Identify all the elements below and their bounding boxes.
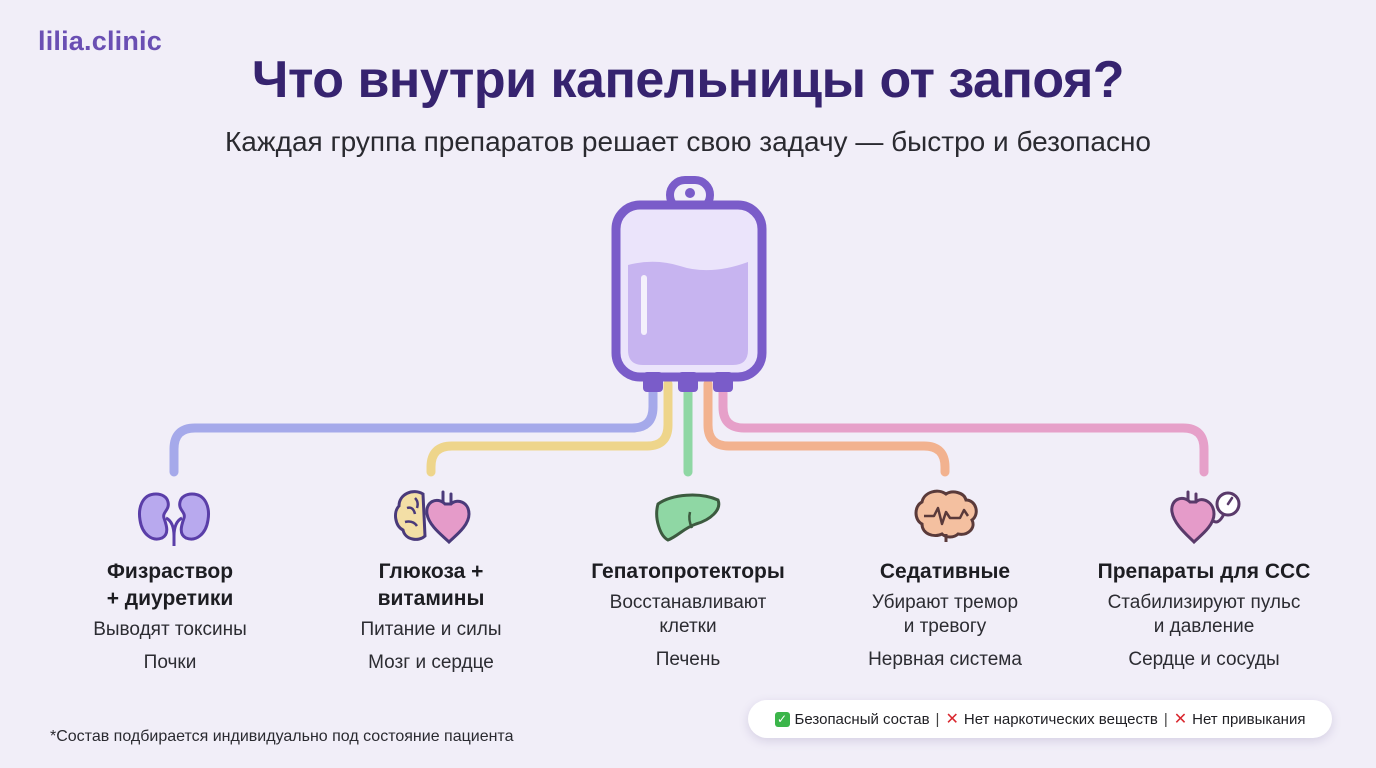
group-name: Гепатопротекторы xyxy=(591,560,785,583)
connector-line-yellow xyxy=(426,379,673,477)
group-description: Восстанавливают клетки xyxy=(609,592,767,637)
group-name: Седативные xyxy=(879,560,1011,583)
badge-no-narcotics: ✕ Нет наркотических веществ xyxy=(945,709,1157,729)
brain-icon xyxy=(914,489,978,542)
group-column-5: Препараты для ССС Стабилизируют пульс и … xyxy=(1074,558,1334,672)
group-description: Стабилизируют пульс и давление xyxy=(1107,592,1301,637)
iv-bag-icon xyxy=(611,176,767,392)
page-subtitle: Каждая группа препаратов решает свою зад… xyxy=(225,126,1151,157)
group-description: Убирают тремор и тревогу xyxy=(871,592,1019,637)
group-name: Глюкоза + витамины xyxy=(377,560,485,610)
badge-text: Безопасный состав xyxy=(794,710,930,728)
group-organ: Нервная система xyxy=(868,649,1022,670)
cross-icon: ✕ xyxy=(945,711,959,728)
badge-safe: ✓ Безопасный состав xyxy=(774,710,930,728)
group-column-1: Физраствор + диуретики Выводят токсины П… xyxy=(40,558,300,675)
cross-icon: ✕ xyxy=(1173,711,1188,728)
connector-line-orange xyxy=(703,379,950,477)
group-name: Препараты для ССС xyxy=(1097,560,1311,583)
group-organ: Сердце и сосуды xyxy=(1128,649,1280,670)
brand-logo[interactable]: lilia.clinic xyxy=(38,26,162,56)
group-organ: Мозг и сердце xyxy=(368,652,494,673)
footnote: *Состав подбирается индивидуально под со… xyxy=(50,728,514,745)
badge-text: Нет наркотических веществ xyxy=(963,710,1158,728)
group-name: Физраствор + диуретики xyxy=(106,560,234,610)
group-organ: Почки xyxy=(143,652,197,673)
group-column-2: Глюкоза + витамины Питание и силы Мозг и… xyxy=(301,558,561,675)
brain-heart-icon xyxy=(394,490,471,545)
group-description: Выводят токсины xyxy=(93,619,247,640)
page-title: Что внутри капельницы от запоя? xyxy=(251,51,1125,109)
connector-line-pink xyxy=(718,379,1209,477)
badge-separator: | xyxy=(935,710,940,728)
safety-badges: ✓ Безопасный состав | ✕ Нет наркотически… xyxy=(748,700,1332,738)
badge-text: Нет привыкания xyxy=(1192,710,1306,728)
badge-no-addiction: ✕ Нет привыкания xyxy=(1174,709,1306,729)
check-icon: ✓ xyxy=(774,711,790,727)
connector-line-blue xyxy=(169,379,658,477)
group-column-4: Седативные Убирают тремор и тревогу Нерв… xyxy=(815,558,1075,672)
badge-separator: | xyxy=(1163,710,1168,728)
group-organ: Печень xyxy=(655,649,721,670)
group-description: Питание и силы xyxy=(360,619,502,640)
heart-gauge-icon xyxy=(1170,490,1241,545)
liver-icon xyxy=(655,493,721,542)
group-column-3: Гепатопротекторы Восстанавливают клетки … xyxy=(558,558,818,672)
kidneys-icon xyxy=(138,492,210,546)
